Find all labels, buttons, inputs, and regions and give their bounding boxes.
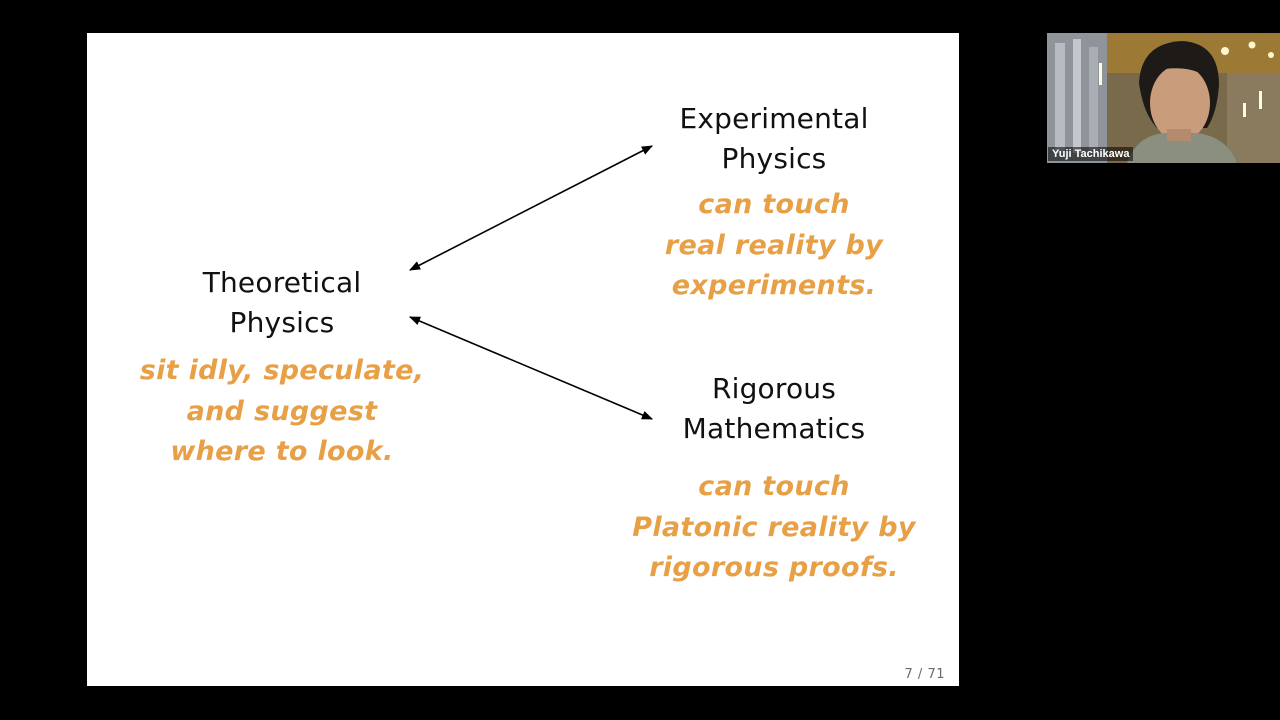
theoretical-physics-block: Theoretical Physics sit idly, speculate,…	[127, 263, 437, 473]
arrow-theory-mathematics	[408, 316, 654, 420]
theoretical-physics-note: sit idly, speculate, and suggest where t…	[139, 355, 425, 467]
rigorous-mathematics-block: Rigorous Mathematics can touch Platonic …	[619, 369, 929, 589]
slide-page-number: 7 / 71	[904, 667, 945, 682]
rigorous-mathematics-heading: Rigorous Mathematics	[682, 372, 866, 445]
rigorous-mathematics-note: can touch Platonic reality by rigorous p…	[632, 471, 916, 583]
experimental-physics-block: Experimental Physics can touch real real…	[619, 99, 929, 307]
participant-name-label: Yuji Tachikawa	[1048, 147, 1134, 161]
presentation-slide: Theoretical Physics sit idly, speculate,…	[87, 33, 959, 686]
experimental-physics-note: can touch real reality by experiments.	[664, 189, 884, 301]
slide-arrows	[408, 145, 654, 420]
experimental-physics-heading: Experimental Physics	[679, 102, 869, 175]
arrow-theory-experiment	[409, 145, 653, 271]
webcam-thumbnail[interactable]: Yuji Tachikawa	[1047, 33, 1280, 163]
theoretical-physics-heading: Theoretical Physics	[202, 266, 362, 339]
webcam-video-frame	[1047, 33, 1280, 163]
